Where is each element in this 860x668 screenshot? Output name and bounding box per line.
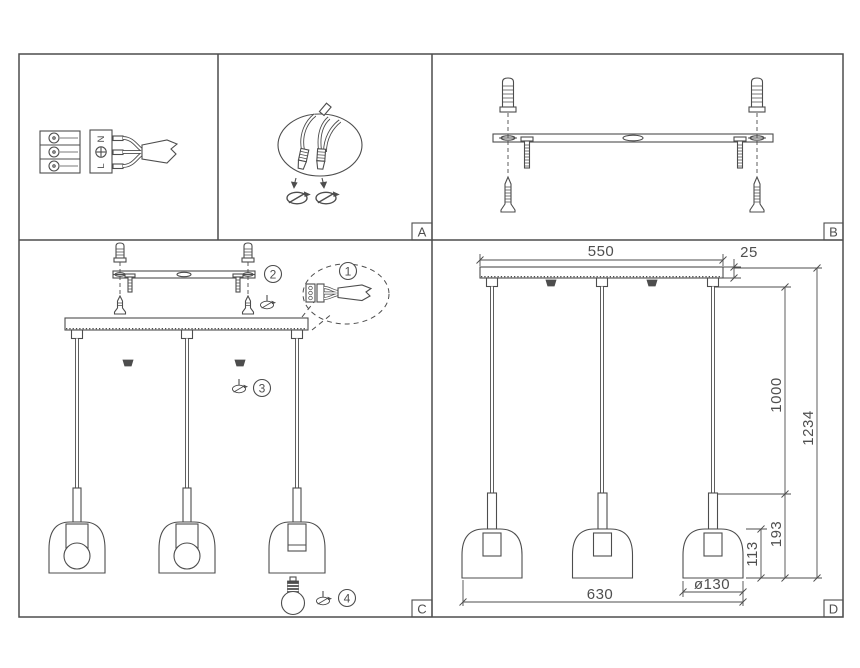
step-2-badge: 2: [263, 264, 283, 284]
panel-d-dimensions: 550 25 1000 1234 193 113 ø130 630: [459, 243, 844, 618]
panel-a-wiring: N L: [39, 102, 433, 241]
turn-icon: [315, 191, 340, 205]
wall-plug-icon: [499, 77, 517, 113]
dim-shade-height-label: 113: [744, 541, 761, 566]
turn-icon: [286, 191, 311, 205]
down-arrow-head: [290, 181, 298, 189]
panel-d-label-box: D: [823, 599, 844, 618]
wire-twist-detail: [277, 102, 363, 205]
cord-grip-icon: [122, 359, 134, 367]
mounting-bracket-bar: [492, 133, 774, 143]
step-4-number: 4: [344, 592, 351, 606]
wiring-detail-balloon: 1: [301, 261, 390, 331]
panel-c-assembly: 2 1: [48, 242, 433, 618]
panel-d-label: D: [829, 602, 838, 617]
cord-grip-icon: [234, 359, 246, 367]
step-3-number: 3: [259, 382, 266, 396]
mounting-screw-icon: [113, 295, 127, 315]
mounting-screw-icon: [241, 295, 255, 315]
cord-grip-icon: [545, 279, 557, 287]
step-1-badge: 1: [338, 261, 358, 281]
dim-width-label: 550: [588, 243, 615, 260]
panel-a-label: A: [418, 225, 427, 240]
turn-icon: [232, 379, 247, 393]
dim-total-height-label: 1234: [800, 410, 817, 445]
light-bulb-icon: [280, 576, 306, 616]
cord-grip-fitting: [706, 277, 720, 288]
panel-b-label: B: [829, 225, 838, 240]
step-2-number: 2: [270, 268, 277, 282]
earth-symbol-icon: [95, 146, 107, 158]
cord-grip-fitting: [180, 329, 194, 340]
dim-shade-diameter-label: ø130: [694, 576, 730, 593]
dim-canopy-height-label: 25: [740, 244, 758, 261]
wire-connector-icon: [297, 147, 310, 170]
pendant-lamp: [461, 492, 523, 579]
mounting-screw-icon: [749, 176, 765, 213]
terminal-block-icon: N L: [39, 129, 179, 174]
cord-grip-fitting: [485, 277, 499, 288]
mini-terminal-block-icon: [305, 283, 373, 303]
wall-plug-icon: [748, 77, 766, 113]
down-arrow-head: [319, 181, 328, 189]
step-4-badge: 4: [337, 588, 357, 608]
cable-icon: [141, 139, 179, 164]
turn-icon: [316, 591, 331, 605]
panel-a-label-box: A: [411, 222, 433, 241]
dim-shade-drop-label: 193: [768, 521, 785, 548]
suspension-cords: [490, 286, 715, 494]
panel-c-label: C: [417, 602, 426, 617]
canopy: [64, 317, 309, 340]
threaded-stud-icon: [232, 273, 244, 293]
threaded-stud-icon: [124, 273, 136, 293]
wire-connector-icon: [316, 148, 327, 170]
panel-c-label-box: C: [411, 599, 433, 618]
suspension-cords: [75, 338, 299, 490]
turn-icon: [260, 295, 275, 309]
pendant-lamp-empty-socket: [268, 487, 326, 574]
cord-grip-fitting: [290, 329, 304, 340]
dim-lamp-span-label: 630: [587, 586, 614, 603]
pendant-lamp-with-bulb: [48, 487, 106, 574]
terminal-l-label: L: [96, 163, 107, 168]
pendant-lamp: [682, 492, 744, 579]
step-1-number: 1: [345, 265, 352, 279]
dim-cord-length-label: 1000: [768, 377, 785, 412]
pendant-lamp: [571, 492, 634, 579]
panel-b-label-box: B: [823, 222, 844, 241]
sheath-icon: [318, 102, 332, 117]
terminal-n-label: N: [96, 135, 107, 142]
step-3-badge: 3: [252, 378, 272, 398]
canopy: [479, 266, 724, 288]
cord-grip-icon: [646, 279, 658, 287]
wires: [122, 136, 144, 168]
wall-plug-icon: [241, 242, 255, 263]
cord-grip-fitting: [595, 277, 609, 288]
cord-grip-fitting: [70, 329, 84, 340]
pendant-lamp-with-bulb: [158, 487, 216, 574]
mounting-screw-icon: [500, 176, 516, 213]
wall-plug-icon: [113, 242, 127, 263]
dimension-lines: [459, 254, 822, 606]
panel-b-bracket-mounting: B: [492, 77, 844, 241]
